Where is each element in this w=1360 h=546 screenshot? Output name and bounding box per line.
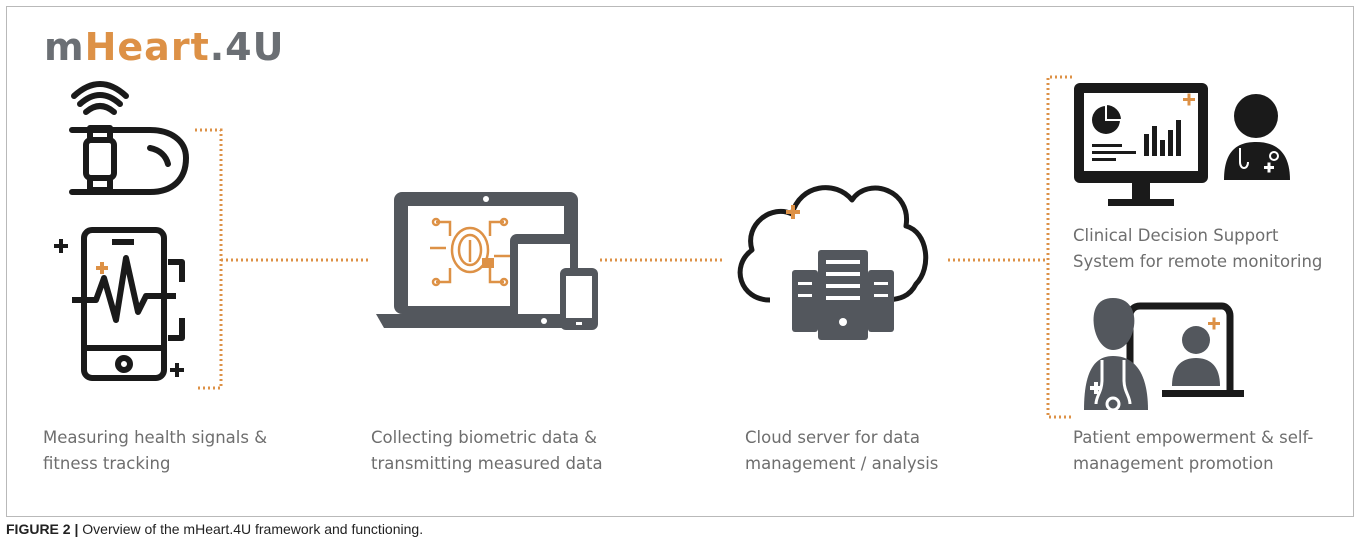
step-cdss-line1: Clinical Decision Support — [1073, 226, 1279, 245]
connector-outputs-bracket — [1046, 75, 1072, 419]
figure-caption: FIGURE 2 | Overview of the mHeart.4U fra… — [6, 519, 423, 539]
cloud-server-icon — [737, 185, 929, 340]
step-measuring-label: Measuring health signals & fitness tracki… — [43, 425, 267, 477]
step-collecting-line1: Collecting biometric data & — [371, 428, 598, 447]
monitor-dashboard-icon — [1074, 83, 1208, 206]
smartphone-ecg-icon — [54, 227, 185, 381]
caption-text: Overview of the mHeart.4U framework and … — [78, 521, 424, 537]
doctor-icon — [1224, 94, 1290, 180]
medical-plus-icon — [96, 262, 108, 274]
laptop-tablet-phone-icon — [376, 192, 598, 330]
connector-wearable-bracket — [195, 128, 223, 390]
figure-frame — [6, 6, 1354, 517]
step-cloud-line1: Cloud server for data — [745, 428, 920, 447]
fingerprint-icon — [430, 217, 512, 287]
step-measuring-line2: fitness tracking — [43, 454, 171, 473]
step-empowerment-label: Patient empowerment & self-management pr… — [1073, 425, 1313, 477]
step-cloud-line2: management / analysis — [745, 454, 939, 473]
logo-part-4u: .4U — [209, 25, 285, 69]
mheart-logo: mHeart.4U — [44, 25, 284, 69]
logo-part-m: m — [44, 25, 85, 69]
step-collecting-label: Collecting biometric data & transmitting … — [371, 425, 603, 477]
step-measuring-line1: Measuring health signals & — [43, 428, 268, 447]
step-cloud-label: Cloud server for data management / analys… — [745, 425, 938, 477]
dotted-connectors — [195, 75, 1072, 419]
logo-part-heart: Heart — [84, 25, 210, 69]
step-empowerment-line1: Patient empowerment & self- — [1073, 428, 1314, 447]
wearable-wrist-icon — [69, 81, 189, 195]
step-cdss-line2: System for remote monitoring — [1073, 252, 1323, 271]
step-collecting-line2: transmitting measured data — [371, 454, 603, 473]
step-empowerment-line2: management promotion — [1073, 454, 1274, 473]
video-consultation-icon — [1084, 298, 1244, 412]
caption-label: FIGURE 2 | — [6, 521, 79, 537]
